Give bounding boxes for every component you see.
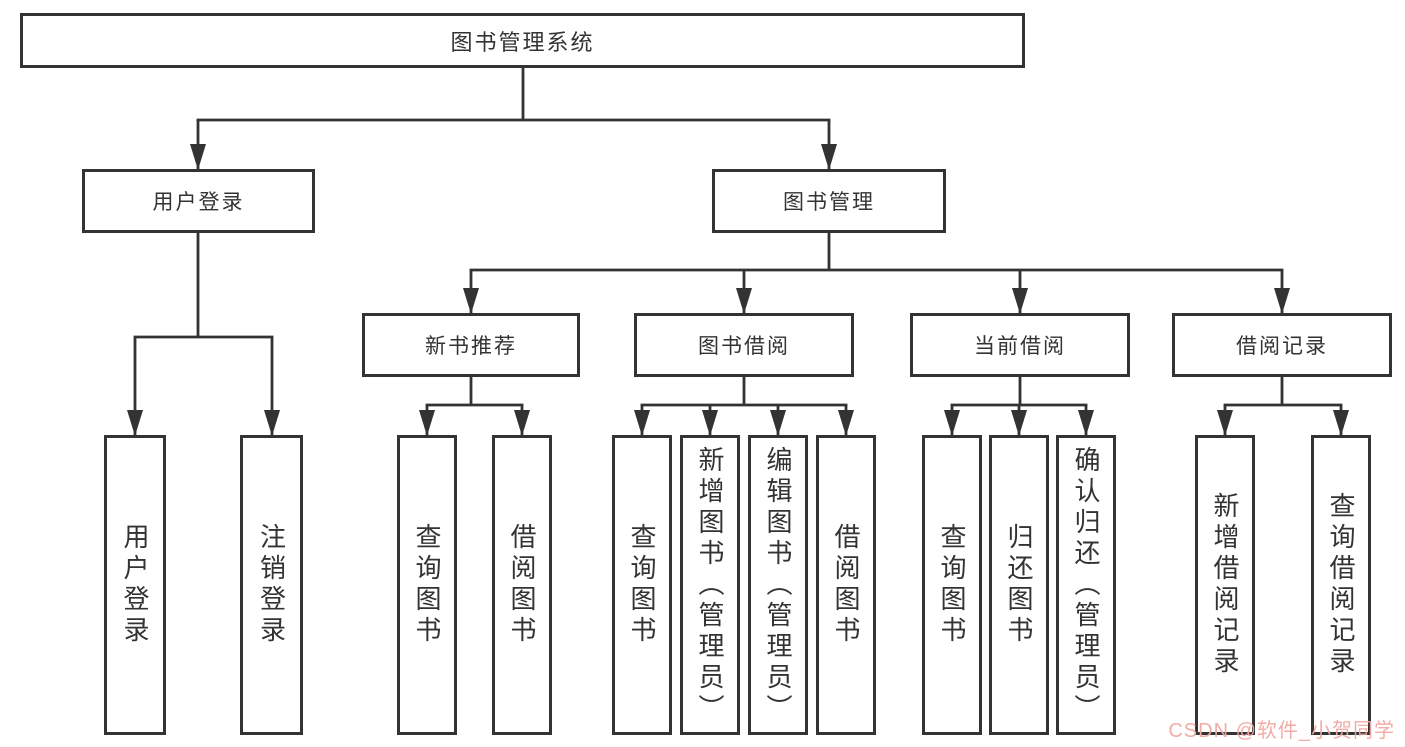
node-current-borrowing: 当前借阅 <box>910 313 1130 377</box>
leaf-return-books: 归还图书 <box>989 435 1049 735</box>
leaf-add-book-admin: 新增图书（管理员） <box>680 435 740 735</box>
leaf-edit-book-admin: 编辑图书（管理员） <box>748 435 808 735</box>
node-user-login: 用户登录 <box>82 169 315 233</box>
leaf-user-login: 用户登录 <box>104 435 166 735</box>
leaf-query-books-current: 查询图书 <box>922 435 982 735</box>
node-system-root: 图书管理系统 <box>20 13 1025 68</box>
leaf-confirm-return-admin: 确认归还（管理员） <box>1056 435 1116 735</box>
leaf-query-books-recommend: 查询图书 <box>397 435 457 735</box>
node-borrowing-records: 借阅记录 <box>1172 313 1392 377</box>
leaf-query-books-borrowing: 查询图书 <box>612 435 672 735</box>
node-book-borrowing: 图书借阅 <box>634 313 854 377</box>
leaf-add-borrow-record: 新增借阅记录 <box>1195 435 1255 735</box>
leaf-query-borrow-record: 查询借阅记录 <box>1311 435 1371 735</box>
leaf-borrow-books-borrowing: 借阅图书 <box>816 435 876 735</box>
node-new-book-recommend: 新书推荐 <box>362 313 580 377</box>
csdn-watermark: CSDN @软件_小贺同学 <box>1168 720 1395 742</box>
leaf-logout-login: 注销登录 <box>240 435 303 735</box>
leaf-borrow-books-recommend: 借阅图书 <box>492 435 552 735</box>
node-book-management: 图书管理 <box>712 169 946 233</box>
